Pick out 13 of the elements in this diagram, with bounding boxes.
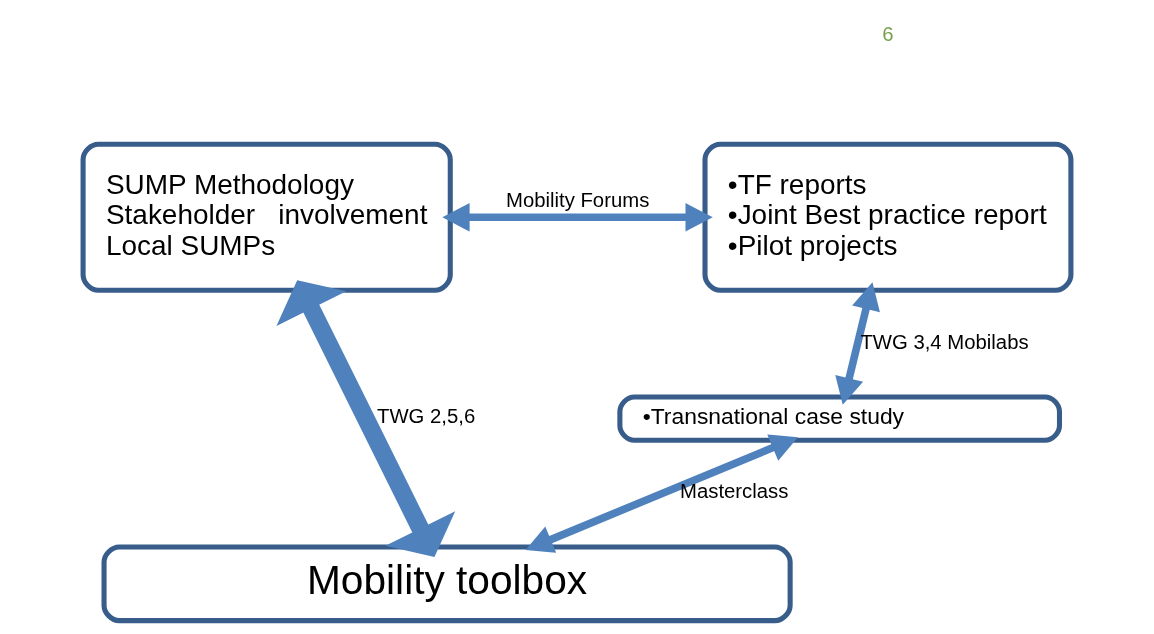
arrow: [276, 280, 456, 558]
edge-label: TWG 3,4 Mobilabs: [860, 330, 1029, 353]
node-box: •Transnational case study: [617, 394, 1062, 443]
node-box: Mobility toolbox: [101, 544, 793, 624]
arrow: [525, 434, 798, 553]
label: 6: [882, 23, 894, 46]
edge-label: Masterclass: [680, 480, 789, 503]
arrow: [835, 282, 880, 405]
node-box: •TF reports •Joint Best practice report •Pilot projects: [702, 141, 1074, 293]
edge-label: TWG 2,5,6: [377, 405, 476, 428]
arrow: [442, 202, 713, 232]
edge-label: Mobility Forums: [505, 188, 650, 211]
node-box: SUMP Methodology Stakeholder involvement Local SUMPs: [80, 141, 453, 293]
